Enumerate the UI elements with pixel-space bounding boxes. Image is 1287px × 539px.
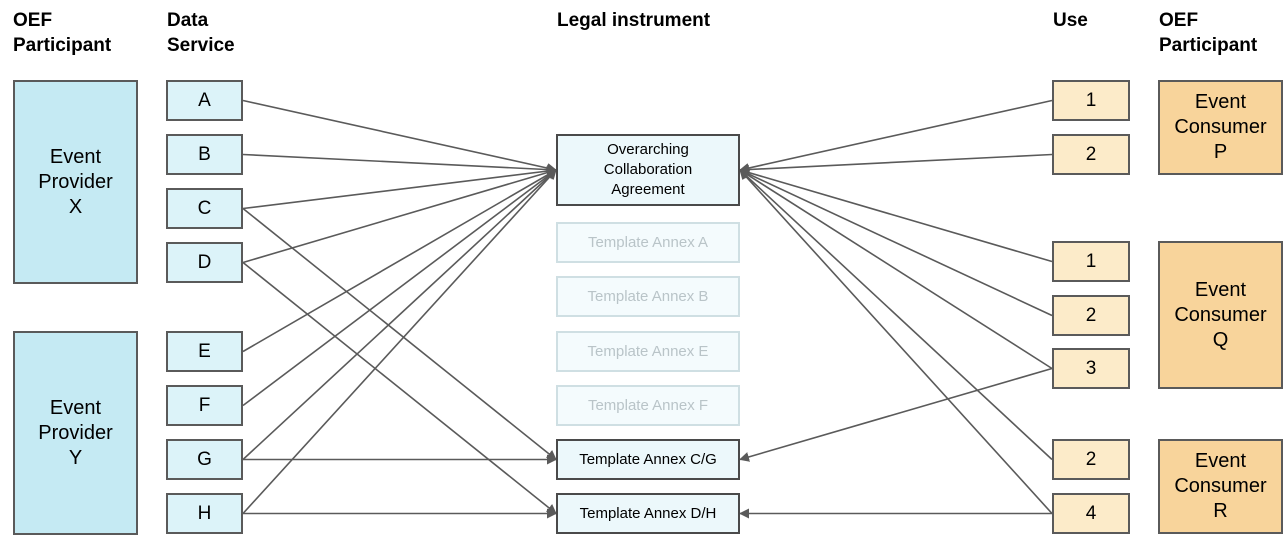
arrow-service-D-to-annexDH [242, 261, 557, 515]
arrow-service-A-to-oca [242, 99, 557, 173]
arrow-service-B-to-oca [242, 153, 557, 175]
arrow-use-Q1-to-oca [739, 167, 1053, 263]
header-legal-instrument: Legal instrument [557, 10, 711, 31]
arrow-use-Q3-to-annexCG [739, 367, 1053, 462]
arrow-use-Q3-to-oca [739, 169, 1053, 370]
data-service-h: H [166, 493, 243, 534]
use-q-3: 3 [1052, 348, 1130, 389]
arrow-service-D-to-oca [242, 167, 557, 264]
event-consumer-q: Event Consumer Q [1158, 241, 1283, 389]
arrow-service-E-to-oca [242, 169, 557, 353]
data-service-b: B [166, 134, 243, 175]
arrow-use-R2-to-oca [739, 169, 1053, 461]
data-service-d: D [166, 242, 243, 283]
arrow-use-P2-to-oca [739, 153, 1053, 175]
header-data-service: Data Service [167, 10, 235, 56]
arrow-service-G-to-oca [242, 169, 557, 461]
arrow-service-F-to-oca [242, 169, 557, 407]
use-p-2: 2 [1052, 134, 1130, 175]
arrow-service-C-to-oca [242, 166, 557, 210]
header-right-participant: OEF Participant [1159, 10, 1258, 56]
arrow-use-R4-to-oca [739, 169, 1053, 515]
arrow-service-H-to-oca [242, 169, 557, 515]
overarching-collaboration-agreement: Overarching Collaboration Agreement [556, 134, 740, 206]
header-left-participant: OEF Participant [13, 10, 112, 56]
data-service-f: F [166, 385, 243, 426]
event-consumer-r: Event Consumer R [1158, 439, 1283, 534]
data-service-c: C [166, 188, 243, 229]
data-service-a: A [166, 80, 243, 121]
template-annex-b: Template Annex B [556, 276, 740, 317]
use-r-2: 2 [1052, 439, 1130, 480]
data-service-e: E [166, 331, 243, 372]
template-annex-dh: Template Annex D/H [556, 493, 740, 534]
event-consumer-p: Event Consumer P [1158, 80, 1283, 175]
header-use: Use [1053, 10, 1088, 31]
template-annex-e: Template Annex E [556, 331, 740, 372]
arrow-service-C-to-annexCG [242, 207, 557, 461]
use-p-1: 1 [1052, 80, 1130, 121]
event-provider-x: Event Provider X [13, 80, 138, 284]
use-q-2: 2 [1052, 295, 1130, 336]
data-service-g: G [166, 439, 243, 480]
event-provider-y: Event Provider Y [13, 331, 138, 535]
use-q-1: 1 [1052, 241, 1130, 282]
template-annex-a: Template Annex A [556, 222, 740, 263]
arrow-use-P1-to-oca [739, 99, 1053, 173]
template-annex-f: Template Annex F [556, 385, 740, 426]
arrow-use-Q2-to-oca [739, 169, 1053, 317]
template-annex-cg: Template Annex C/G [556, 439, 740, 480]
use-r-4: 4 [1052, 493, 1130, 534]
